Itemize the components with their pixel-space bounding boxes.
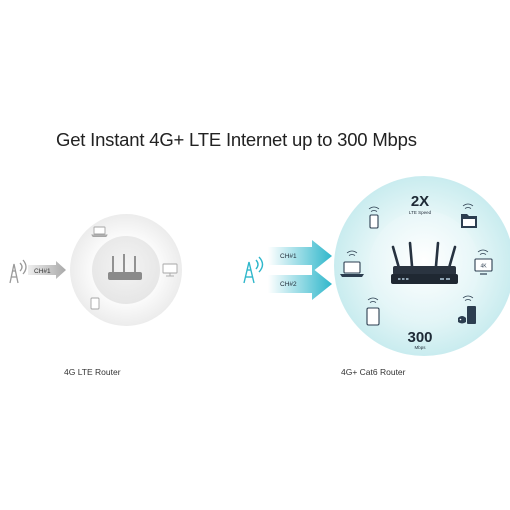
svg-text:4K: 4K [480,264,487,270]
laptop-icon [91,226,108,237]
right-channel-arrow-2: CH#2 [268,268,332,300]
left-diagram: CH#1 [9,214,182,326]
throughput-unit: Mbps [414,345,426,350]
right-router-caption: 4G+ Cat6 Router [341,367,406,377]
laptop-icon [340,250,364,277]
left-channel-label: CH#1 [34,268,51,275]
tv-4k-icon: 4K [474,249,493,275]
headline: Get Instant 4G+ LTE Internet up to 300 M… [56,129,417,150]
right-channel-label-1: CH#1 [280,253,297,260]
cell-tower-icon [9,259,27,284]
left-router-icon [108,254,142,280]
throughput-value: 300 [407,329,432,346]
right-channel-label-2: CH#2 [280,281,297,288]
right-router-icon [391,241,458,284]
folder-icon [461,203,477,228]
phone-icon [368,206,380,229]
speed-badge-sub: LTE Speed [409,210,432,215]
monitor-icon [162,263,178,277]
tablet-icon [366,297,380,326]
tablet-icon [90,297,100,310]
left-channel-arrow: CH#1 [28,261,66,279]
right-channel-arrow-1: CH#1 [268,240,332,272]
right-diagram: CH#1 CH#2 2X LTE Speed 300 Mbps [243,176,510,356]
speed-badge: 2X [411,193,429,210]
left-router-caption: 4G LTE Router [64,367,121,377]
game-console-icon [458,295,476,324]
left-inner-circle [92,236,160,304]
cell-tower-icon [243,256,264,284]
